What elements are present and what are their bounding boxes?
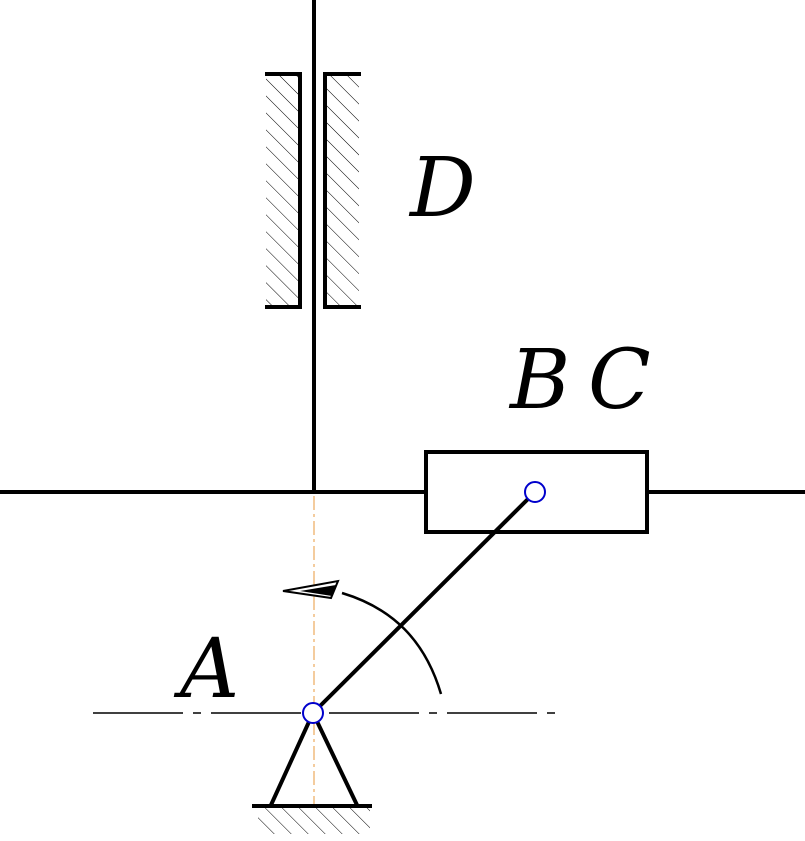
rotation-arrow-fill: [300, 585, 336, 596]
ground-support-triangle: [269, 712, 359, 806]
label-c: C: [588, 333, 651, 428]
crank-ab: [311, 490, 537, 715]
label-d: D: [408, 141, 476, 236]
right-guide-frame: [323, 72, 361, 309]
label-a: A: [173, 622, 239, 717]
joint-a: [302, 702, 324, 724]
left-guide-frame: [265, 72, 302, 309]
rotation-arc: [341, 591, 443, 695]
ground-hatch: [258, 808, 370, 834]
joint-b: [524, 481, 546, 503]
rotation-arrow-icon: [282, 579, 340, 600]
left-guide-hatch: [266, 76, 300, 306]
right-guide-hatch: [326, 76, 359, 306]
label-b: B: [508, 333, 570, 428]
